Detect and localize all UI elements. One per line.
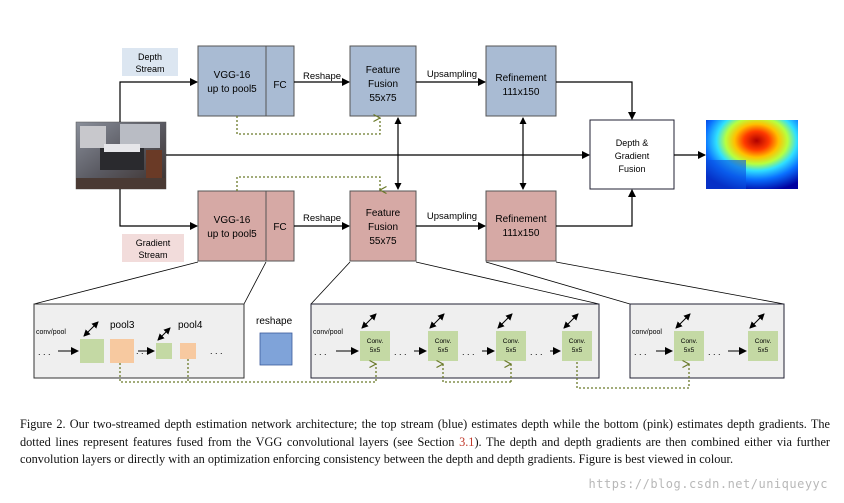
svg-text:Depth: Depth xyxy=(138,52,162,62)
svg-text:. . .: . . . xyxy=(394,347,407,357)
upsampling-label-bottom: Upsampling xyxy=(427,211,477,222)
svg-text:conv/pool: conv/pool xyxy=(36,329,66,336)
svg-text:55x75: 55x75 xyxy=(369,93,397,104)
svg-text:Feature: Feature xyxy=(366,65,401,76)
svg-text:5x5: 5x5 xyxy=(684,347,695,354)
detail-skip-connections xyxy=(119,359,689,389)
conv5x5-block xyxy=(562,331,592,361)
section-reference-link[interactable]: 3.1 xyxy=(459,434,475,449)
svg-text:VGG-16: VGG-16 xyxy=(214,70,251,81)
svg-text:Conv.: Conv. xyxy=(755,338,772,345)
svg-text:Fusion: Fusion xyxy=(368,222,398,233)
svg-text:Fusion: Fusion xyxy=(618,164,645,174)
architecture-diagram: Depth Stream Gradient Stream VGG-16 up t… xyxy=(33,45,798,389)
figure-caption: Figure 2. Our two-streamed depth estimat… xyxy=(20,417,830,466)
refinement-gradient-block: Refinement 111x150 xyxy=(485,190,557,262)
gradient-stream-label: Gradient Stream xyxy=(122,234,184,262)
svg-text:111x150: 111x150 xyxy=(503,228,540,239)
depth-stream-label: Depth Stream xyxy=(122,48,178,76)
feature-fusion-detail-panel: conv/pool . . . Conv. 5x5 . . . Conv. 5x… xyxy=(310,303,600,379)
fc-gradient-block: FC xyxy=(265,190,295,262)
conv5x5-block xyxy=(674,331,704,361)
svg-text:. . .: . . . xyxy=(708,347,721,357)
svg-text:111x150: 111x150 xyxy=(503,87,540,98)
refinement-detail-panel: conv/pool . . . Conv. 5x5 . . . Conv. 5x… xyxy=(629,303,785,379)
svg-text:. . .: . . . xyxy=(634,347,647,357)
svg-text:5x5: 5x5 xyxy=(758,347,769,354)
svg-text:5x5: 5x5 xyxy=(506,347,517,354)
svg-text:Depth &: Depth & xyxy=(616,138,649,148)
svg-text:. . .: . . . xyxy=(314,347,327,357)
svg-text:. . .: . . . xyxy=(530,347,543,357)
depth-gradient-fusion-block: Depth & Gradient Fusion xyxy=(589,119,675,190)
svg-text:FC: FC xyxy=(273,80,286,91)
input-image xyxy=(75,121,167,190)
vgg16-depth-block: VGG-16 up to pool5 xyxy=(197,45,267,117)
svg-text:Refinement: Refinement xyxy=(495,214,546,225)
svg-text:pool4: pool4 xyxy=(178,320,203,331)
reshape-detail: reshape xyxy=(256,316,293,366)
svg-text:VGG-16: VGG-16 xyxy=(214,215,251,226)
vgg16-gradient-block: VGG-16 up to pool5 xyxy=(197,190,267,262)
svg-text:up to pool5: up to pool5 xyxy=(207,84,257,95)
svg-text:Conv.: Conv. xyxy=(435,338,452,345)
svg-text:. . .: . . . xyxy=(462,347,475,357)
svg-text:Gradient: Gradient xyxy=(136,238,171,248)
svg-text:conv/pool: conv/pool xyxy=(632,329,662,336)
svg-text:pool3: pool3 xyxy=(110,320,135,331)
svg-text:Conv.: Conv. xyxy=(681,338,698,345)
svg-text:Gradient: Gradient xyxy=(615,151,650,161)
svg-text:55x75: 55x75 xyxy=(369,236,397,247)
upsampling-label-top: Upsampling xyxy=(427,69,477,80)
flow-arrows xyxy=(119,78,706,230)
fc-depth-block: FC xyxy=(265,45,295,117)
reshape-label-bottom: Reshape xyxy=(303,213,341,224)
svg-text:5x5: 5x5 xyxy=(370,347,381,354)
zoom-lines xyxy=(33,261,785,305)
conv5x5-block xyxy=(748,331,778,361)
conv5x5-block xyxy=(428,331,458,361)
svg-text:up to pool5: up to pool5 xyxy=(207,229,257,240)
pool3-block xyxy=(110,339,134,363)
watermark: https://blog.csdn.net/uniqueyyc xyxy=(588,477,828,491)
svg-text:5x5: 5x5 xyxy=(572,347,583,354)
svg-text:Stream: Stream xyxy=(138,250,167,260)
svg-text:reshape: reshape xyxy=(256,316,293,327)
svg-text:Fusion: Fusion xyxy=(368,79,398,90)
depth-output-image xyxy=(706,120,798,189)
conv-block xyxy=(156,343,172,359)
conv5x5-block xyxy=(496,331,526,361)
svg-text:Conv.: Conv. xyxy=(367,338,384,345)
svg-text:Conv.: Conv. xyxy=(503,338,520,345)
svg-text:conv/pool: conv/pool xyxy=(313,329,343,336)
svg-text:5x5: 5x5 xyxy=(438,347,449,354)
svg-text:Stream: Stream xyxy=(135,64,164,74)
conv5x5-block xyxy=(360,331,390,361)
svg-text:Conv.: Conv. xyxy=(569,338,586,345)
refinement-depth-block: Refinement 111x150 xyxy=(485,45,557,117)
feature-fusion-depth-block: Feature Fusion 55x75 xyxy=(349,45,417,117)
svg-text:Refinement: Refinement xyxy=(495,73,546,84)
reshape-label-top: Reshape xyxy=(303,71,341,82)
svg-text:. . .: . . . xyxy=(210,346,223,356)
feature-fusion-gradient-block: Feature Fusion 55x75 xyxy=(349,190,417,262)
svg-text:Feature: Feature xyxy=(366,208,401,219)
conv-block xyxy=(80,339,104,363)
vgg-detail-panel: conv/pool . . . pool3 . . . pool4 . . . xyxy=(33,303,245,379)
skip-connections xyxy=(236,116,380,191)
pool4-block xyxy=(180,343,196,359)
svg-text:FC: FC xyxy=(273,222,286,233)
svg-text:. . .: . . . xyxy=(38,347,51,357)
